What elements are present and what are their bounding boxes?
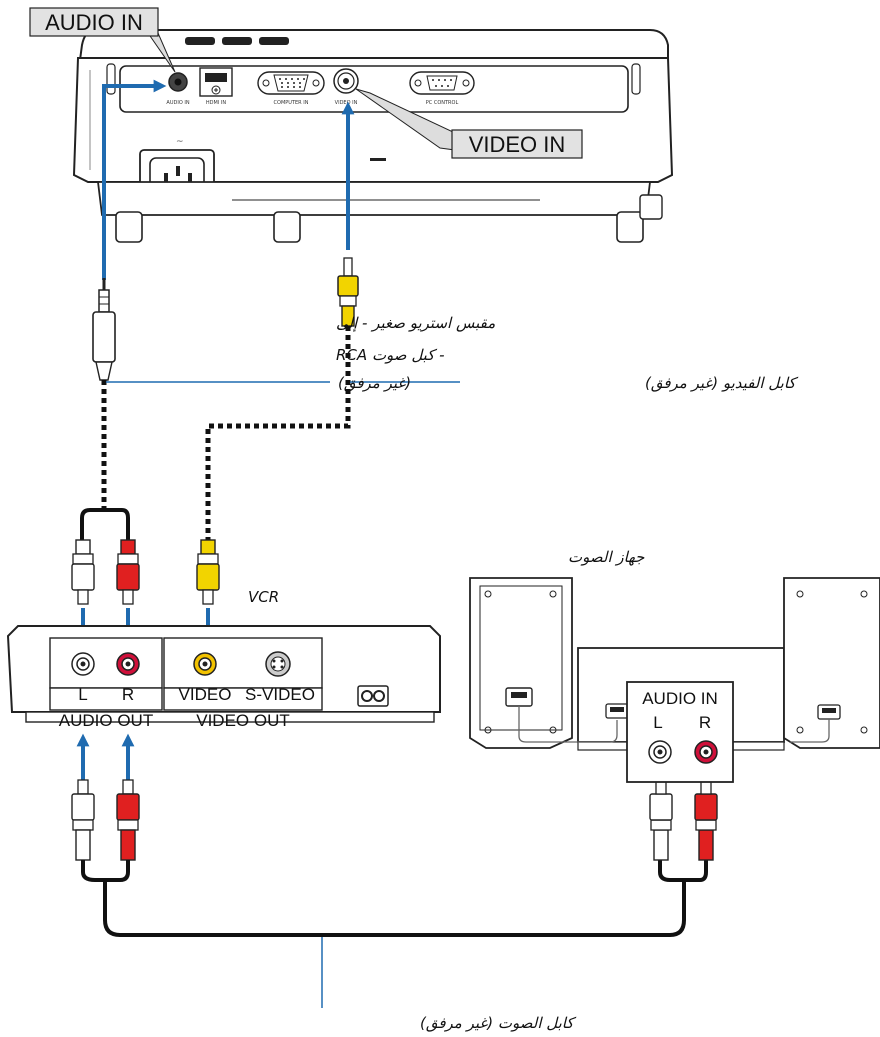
audio-in-callout-text: AUDIO IN	[45, 10, 143, 35]
vcr-title: VCR	[248, 588, 279, 606]
projector-computer-in-port	[257, 71, 325, 95]
vcr-svideo-jack	[265, 651, 291, 677]
audio-device-audio-in-label: AUDIO IN	[642, 689, 718, 708]
vcr-r-label: R	[122, 685, 134, 704]
vcr-audio-r-jack	[116, 652, 140, 676]
mini-plug-label-line3: (غير مرفق)	[338, 374, 411, 392]
video-plug-projector-end	[337, 257, 359, 327]
video-cable-dotted	[205, 326, 351, 540]
vcr-audio-out-label: AUDIO OUT	[59, 711, 153, 730]
vcr-svideo-label: S-VIDEO	[245, 685, 315, 704]
mini-plug-label-line2: - كبل صوت RCA	[336, 346, 445, 364]
vcr-power-socket	[357, 685, 389, 707]
mini-plug-label-line1: مقبس استريو صغير - إلى	[336, 314, 495, 332]
vcr-l-label: L	[78, 685, 87, 704]
projector-audio-in-label: AUDIO IN	[166, 100, 189, 106]
vcr-video-jack	[193, 652, 217, 676]
projector-audio-in-jack	[168, 72, 188, 92]
audio-in-callout: AUDIO IN	[29, 7, 176, 73]
video-cable-label: كابل الفيديو (غير مرفق)	[645, 374, 798, 392]
vcr-audio-l-jack	[71, 652, 95, 676]
lower-rca-cable	[71, 779, 718, 937]
vcr: L R VIDEO S-VIDEO AUDIO OUT VIDEO OUT	[6, 625, 441, 730]
video-plug-vcr-end	[196, 539, 220, 605]
audio-device-l-label: L	[653, 713, 662, 732]
left-speaker	[469, 577, 573, 749]
projector-pc-control-label: PC CONTROL	[426, 100, 459, 106]
vcr-video-label: VIDEO	[179, 685, 232, 704]
svg-text:~: ~	[176, 137, 184, 147]
projector-hdmi-port	[199, 67, 233, 97]
vcr-video-out-label: VIDEO OUT	[196, 711, 290, 730]
upper-rca-split	[71, 508, 140, 605]
right-speaker	[783, 577, 880, 749]
audio-device-r-label: R	[699, 713, 711, 732]
audio-device-title: جهاز الصوت	[568, 548, 645, 566]
projector-pc-control-port	[409, 71, 475, 95]
projector-video-in-label: VIDEO IN	[335, 100, 358, 106]
video-in-callout: VIDEO IN	[355, 88, 583, 159]
audio-device-l-jack	[648, 740, 672, 764]
mini-stereo-plug	[92, 278, 116, 381]
video-in-callout-text: VIDEO IN	[469, 132, 566, 157]
audio-in-arrow	[102, 79, 167, 280]
audio-device: AUDIO IN L R	[469, 577, 880, 783]
audio-cable-label: كابل الصوت (غير مرفق)	[420, 1014, 576, 1032]
audio-device-r-jack	[694, 740, 718, 764]
projector-video-in-jack	[333, 68, 359, 94]
projector-hdmi-label: HDMI IN	[206, 100, 226, 106]
projector-computer-in-label: COMPUTER IN	[274, 100, 309, 106]
